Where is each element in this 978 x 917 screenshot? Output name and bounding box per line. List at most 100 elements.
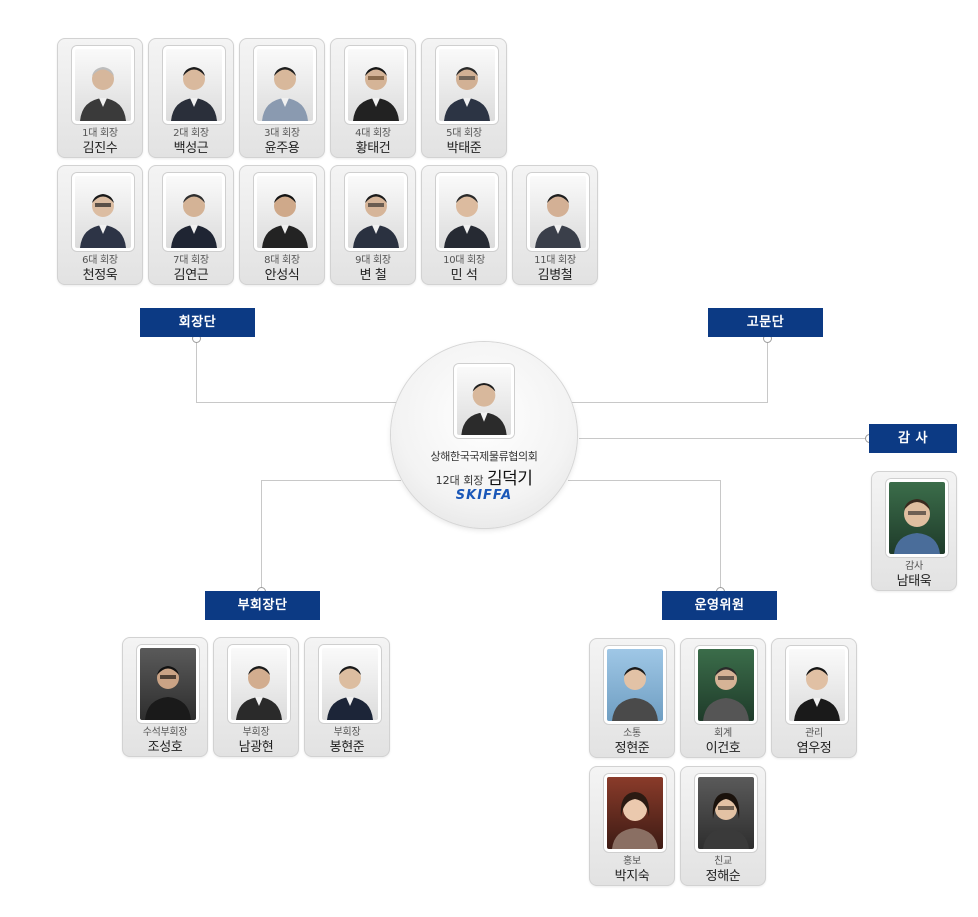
person-card: 11대 회장 김병철 xyxy=(512,165,598,285)
person-name: 박지숙 xyxy=(614,869,650,884)
current-president-title: 12대 회장 김덕기 xyxy=(391,464,577,489)
person-name: 박태준 xyxy=(446,141,482,156)
person-name: 남광현 xyxy=(238,740,274,755)
group-label-auditor: 감 사 xyxy=(869,424,957,453)
person-card: 소통 정현준 xyxy=(589,638,675,758)
person-role: 6대 회장 xyxy=(82,255,118,266)
person-card: 2대 회장 백성근 xyxy=(148,38,234,158)
person-name: 봉현준 xyxy=(329,740,365,755)
person-name: 정해순 xyxy=(705,869,741,884)
connector-line xyxy=(572,402,768,403)
person-card: 1대 회장 김진수 xyxy=(57,38,143,158)
person-name: 조성호 xyxy=(147,740,183,755)
group-label-vice-presidents: 부회장단 xyxy=(205,591,320,620)
person-role: 회계 xyxy=(714,728,732,739)
person-name: 김진수 xyxy=(82,141,118,156)
person-role: 3대 회장 xyxy=(264,128,300,139)
connector-line xyxy=(261,480,262,592)
skiffa-logo: SKIFFA xyxy=(455,488,513,503)
connector-line xyxy=(196,402,396,403)
person-name: 이건호 xyxy=(705,741,741,756)
person-name: 정현준 xyxy=(614,741,650,756)
person-role: 7대 회장 xyxy=(173,255,209,266)
person-photo xyxy=(886,479,948,557)
person-role: 감사 xyxy=(905,561,923,572)
connector-line xyxy=(196,338,197,402)
person-photo xyxy=(345,46,407,124)
current-president-circle: 상해한국국제물류협의회 12대 회장 김덕기 SKIFFA xyxy=(391,342,577,528)
person-photo xyxy=(137,645,199,723)
person-card: 9대 회장 변 철 xyxy=(330,165,416,285)
person-name: 김병철 xyxy=(537,268,573,283)
person-name: 윤주용 xyxy=(264,141,300,156)
person-photo xyxy=(345,173,407,251)
person-card: 4대 회장 황태건 xyxy=(330,38,416,158)
person-name: 안성식 xyxy=(264,268,300,283)
person-role: 9대 회장 xyxy=(355,255,391,266)
group-label-committee: 운영위원 xyxy=(662,591,777,620)
person-photo xyxy=(254,46,316,124)
person-role: 홍보 xyxy=(623,856,641,867)
person-role: 관리 xyxy=(805,728,823,739)
person-name: 백성근 xyxy=(173,141,209,156)
person-card: 관리 염우정 xyxy=(771,638,857,758)
person-role: 11대 회장 xyxy=(534,255,576,266)
person-card: 3대 회장 윤주용 xyxy=(239,38,325,158)
person-name: 변 철 xyxy=(359,268,387,283)
person-role: 1대 회장 xyxy=(82,128,118,139)
person-card: 홍보 박지숙 xyxy=(589,766,675,886)
person-photo xyxy=(527,173,589,251)
person-name: 민 석 xyxy=(450,268,478,283)
person-photo xyxy=(163,46,225,124)
person-name: 황태건 xyxy=(355,141,391,156)
person-role: 2대 회장 xyxy=(173,128,209,139)
connector-line xyxy=(261,480,401,481)
person-name: 천정욱 xyxy=(82,268,118,283)
person-role: 부회장 xyxy=(242,727,270,738)
person-card: 수석부회장 조성호 xyxy=(122,637,208,757)
person-role: 10대 회장 xyxy=(443,255,485,266)
person-photo xyxy=(604,774,666,852)
person-card: 6대 회장 천정욱 xyxy=(57,165,143,285)
person-card: 8대 회장 안성식 xyxy=(239,165,325,285)
group-label-advisors: 고문단 xyxy=(708,308,823,337)
person-role: 8대 회장 xyxy=(264,255,300,266)
connector-line xyxy=(720,480,721,592)
person-card: 부회장 봉현준 xyxy=(304,637,390,757)
connector-line xyxy=(568,480,720,481)
person-role: 수석부회장 xyxy=(142,727,188,738)
person-photo xyxy=(604,646,666,724)
group-label-presidents: 회장단 xyxy=(140,308,255,337)
person-photo xyxy=(436,173,498,251)
person-card: 7대 회장 김연근 xyxy=(148,165,234,285)
person-name: 남태욱 xyxy=(896,574,932,589)
person-photo xyxy=(319,645,381,723)
current-president-name: 김덕기 xyxy=(486,469,533,489)
current-president-photo xyxy=(454,364,514,438)
organization-name: 상해한국국제물류협의회 xyxy=(430,450,538,463)
person-photo xyxy=(163,173,225,251)
person-photo xyxy=(72,173,134,251)
person-role: 부회장 xyxy=(333,727,361,738)
person-photo xyxy=(254,173,316,251)
person-photo xyxy=(228,645,290,723)
person-card: 5대 회장 박태준 xyxy=(421,38,507,158)
person-role: 5대 회장 xyxy=(446,128,482,139)
person-photo xyxy=(695,774,757,852)
person-role: 소통 xyxy=(623,728,641,739)
person-card: 회계 이건호 xyxy=(680,638,766,758)
person-role: 4대 회장 xyxy=(355,128,391,139)
current-president-role: 12대 회장 xyxy=(435,474,484,487)
person-name: 김연근 xyxy=(173,268,209,283)
person-name: 염우정 xyxy=(796,741,832,756)
connector-line xyxy=(767,338,768,402)
person-photo xyxy=(72,46,134,124)
person-photo xyxy=(436,46,498,124)
person-photo xyxy=(786,646,848,724)
person-photo xyxy=(695,646,757,724)
person-card: 감사 남태욱 xyxy=(871,471,957,591)
person-role: 친교 xyxy=(714,856,732,867)
connector-line xyxy=(579,438,869,439)
person-card: 10대 회장 민 석 xyxy=(421,165,507,285)
person-card: 친교 정해순 xyxy=(680,766,766,886)
